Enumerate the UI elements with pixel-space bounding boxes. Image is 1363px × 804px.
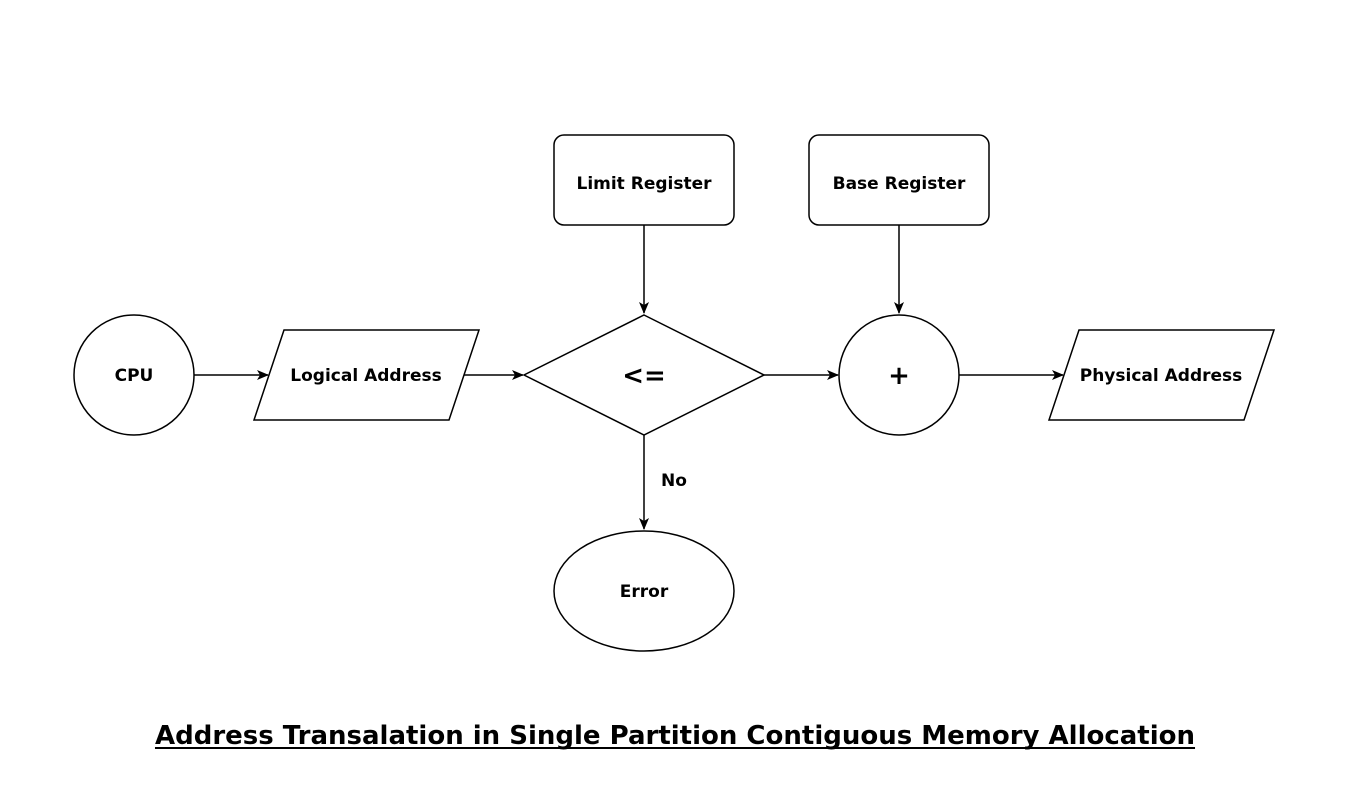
diagram-caption: Address Transalation in Single Partition…: [155, 721, 1195, 751]
physical-address-node: Physical Address: [1047, 329, 1276, 421]
physical-address-label: Physical Address: [1080, 366, 1243, 386]
base-register-node: Base Register: [808, 134, 990, 226]
limit-register-label: Limit Register: [576, 174, 712, 194]
no-edge-label: No: [661, 471, 687, 491]
compare-label: <=: [622, 361, 666, 391]
add-node: +: [838, 314, 960, 436]
logical-address-node: Logical Address: [252, 329, 481, 421]
cpu-label: CPU: [115, 366, 154, 386]
add-label: +: [888, 361, 910, 391]
compare-node: <=: [522, 314, 766, 436]
error-label: Error: [620, 582, 669, 602]
cpu-node: CPU: [73, 314, 195, 436]
base-register-label: Base Register: [833, 174, 966, 194]
logical-address-label: Logical Address: [290, 366, 441, 386]
error-node: Error: [553, 530, 735, 652]
limit-register-node: Limit Register: [553, 134, 735, 226]
